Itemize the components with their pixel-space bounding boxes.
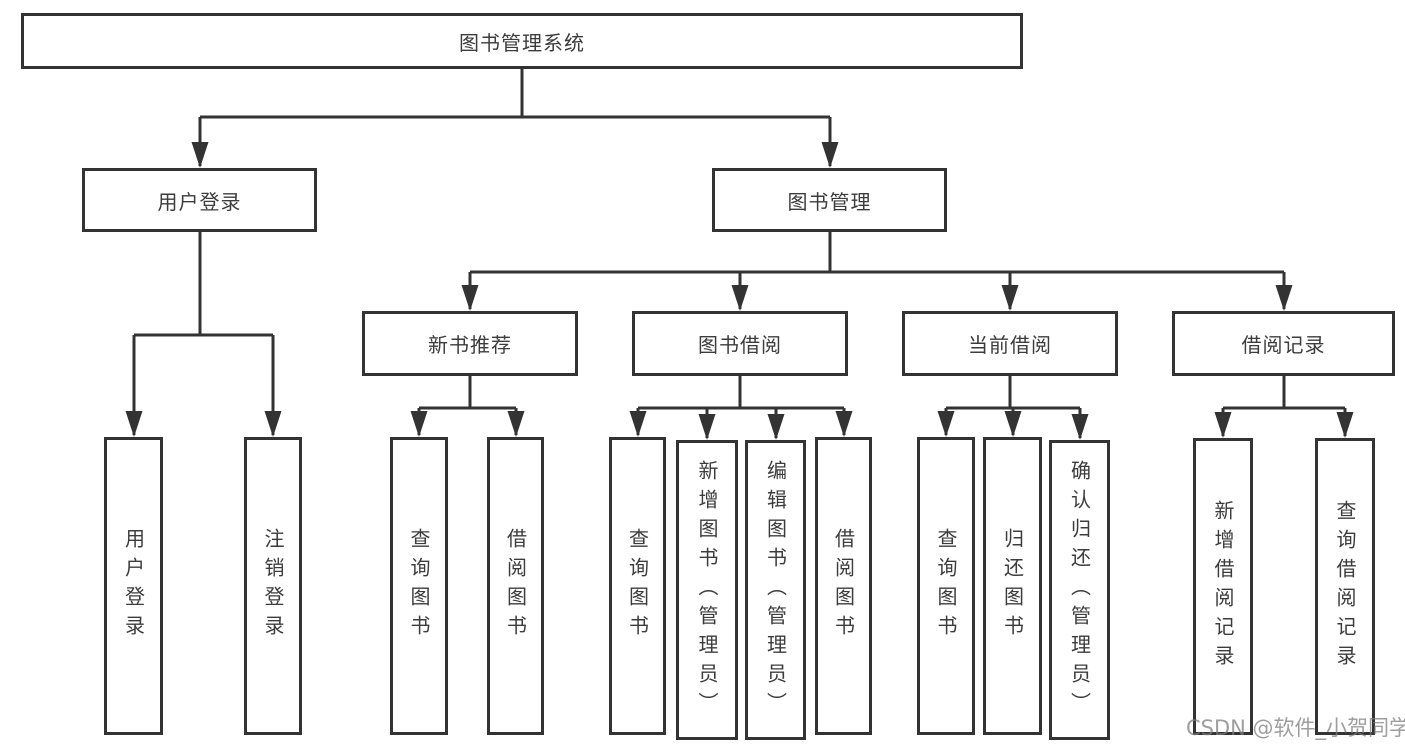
- node-book-management-system: 图书管理系统: [21, 13, 1023, 69]
- leaf-recommend-borrow-books: 借阅图书: [487, 437, 544, 735]
- node-label: 借阅记录: [1241, 333, 1326, 357]
- node-label: 查询图书: [934, 528, 958, 644]
- leaf-borrow-add-books-admin: 新增图书（管理员）: [676, 440, 738, 740]
- node-label: 注销登录: [261, 528, 285, 644]
- leaf-borrow-query-books: 查询图书: [609, 437, 666, 735]
- node-label: 编辑图书（管理员）: [763, 459, 788, 721]
- node-label: 新增借阅记录: [1211, 499, 1235, 674]
- csdn-watermark: CSDN @软件_小贺同学: [1186, 716, 1405, 740]
- node-label: 新书推荐: [428, 333, 512, 357]
- node-user-login-branch: 用户登录: [82, 168, 317, 232]
- leaf-records-query-borrow-record: 查询借阅记录: [1315, 438, 1375, 735]
- leaf-current-return-books: 归还图书: [983, 437, 1042, 735]
- leaf-user-login: 用户登录: [104, 437, 163, 735]
- node-label: 查询图书: [407, 528, 431, 644]
- node-book-borrow: 图书借阅: [632, 311, 848, 376]
- node-label: 图书管理系统: [459, 30, 585, 55]
- leaf-recommend-query-books: 查询图书: [390, 437, 448, 735]
- arrowheads: [125, 142, 1354, 440]
- node-label: 借阅图书: [503, 528, 528, 644]
- leaf-current-confirm-return-admin: 确认归还（管理员）: [1049, 440, 1110, 740]
- node-label: 新增图书（管理员）: [695, 459, 719, 721]
- leaf-borrow-borrow-books: 借阅图书: [815, 437, 872, 735]
- leaf-borrow-edit-books-admin: 编辑图书（管理员）: [745, 440, 806, 740]
- node-current-borrow: 当前借阅: [902, 311, 1118, 376]
- node-label: 图书管理: [787, 189, 872, 214]
- node-label: 当前借阅: [968, 333, 1052, 357]
- node-new-book-recommend: 新书推荐: [362, 311, 578, 376]
- node-label: 图书借阅: [698, 333, 782, 357]
- node-label: 查询借阅记录: [1333, 499, 1357, 674]
- leaf-logout: 注销登录: [244, 437, 302, 735]
- node-label: 用户登录: [157, 189, 242, 214]
- node-label: 借阅图书: [831, 528, 856, 644]
- node-borrow-records: 借阅记录: [1172, 311, 1395, 376]
- node-label: 用户登录: [121, 528, 146, 644]
- node-label: 归还图书: [1000, 528, 1025, 644]
- node-label: 确认归还（管理员）: [1067, 459, 1092, 721]
- node-label: 查询图书: [625, 528, 650, 644]
- node-book-management-branch: 图书管理: [712, 168, 947, 232]
- leaf-current-query-books: 查询图书: [917, 437, 975, 735]
- leaf-records-add-borrow-record: 新增借阅记录: [1193, 438, 1253, 735]
